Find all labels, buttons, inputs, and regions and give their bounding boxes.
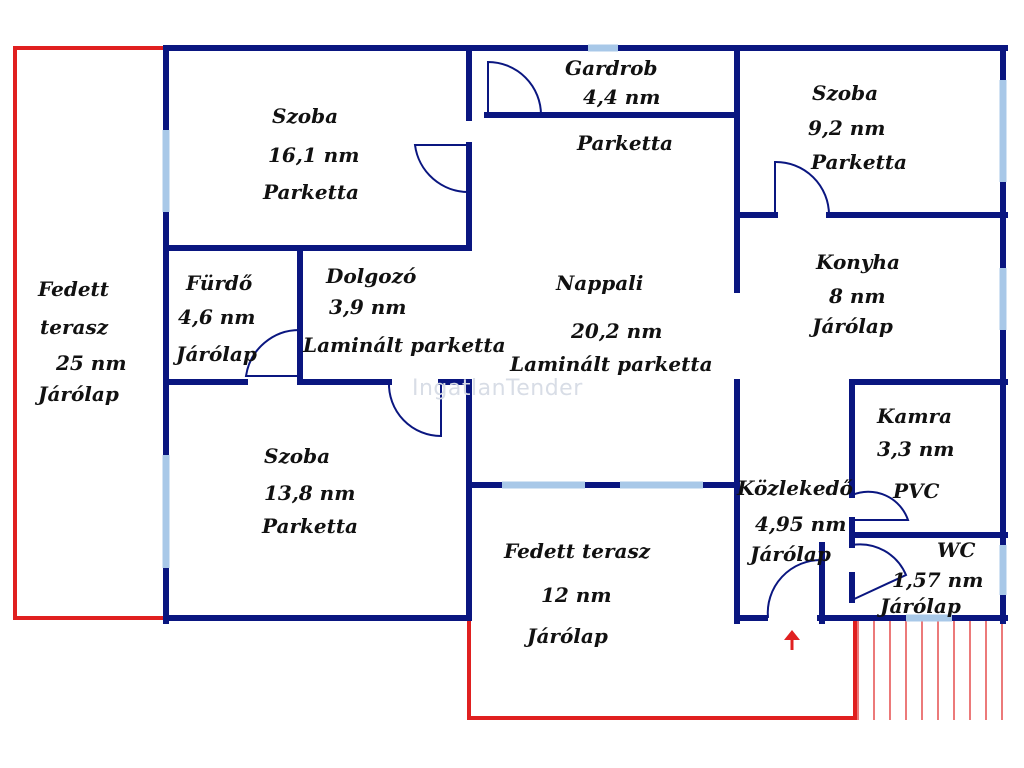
room-area-szoba-nw: 16,1 nm <box>268 143 360 167</box>
room-area-kamra: 3,3 nm <box>877 437 955 461</box>
room-area-furdo: 4,6 nm <box>178 305 256 329</box>
room-area-wc: 1,57 nm <box>892 568 984 592</box>
room-area-szoba-ne: 9,2 nm <box>808 116 886 140</box>
room-name-szoba-ne: Szoba <box>812 81 879 105</box>
room-name-kamra: Kamra <box>877 404 952 428</box>
room-name-szoba-nw: Szoba <box>272 104 339 128</box>
room-floor-szoba-nw: Parketta <box>263 180 360 204</box>
room-area-gardrob: 4,4 nm <box>583 85 661 109</box>
room-area-terasz-south: 12 nm <box>541 583 612 607</box>
interior-walls <box>163 45 1008 624</box>
room-area-terasz-west: 25 nm <box>56 351 127 375</box>
windows <box>162 44 1007 622</box>
room-name-terasz-west-2: terasz <box>40 315 109 339</box>
room-name-terasz-west-1: Fedett <box>38 277 110 301</box>
room-floor-nappali: Laminált parketta <box>510 352 713 376</box>
west-terrace-outline <box>13 46 166 620</box>
room-floor-szoba-ne: Parketta <box>811 150 908 174</box>
room-name-furdo: Fürdő <box>186 271 253 295</box>
south-terrace-outline <box>467 621 857 720</box>
room-area-dolgozo: 3,9 nm <box>329 295 407 319</box>
room-area-konyha: 8 nm <box>829 284 886 308</box>
room-floor-terasz-south: Járólap <box>527 624 608 648</box>
room-floor-konyha: Járólap <box>812 314 893 338</box>
room-floor-kamra: PVC <box>893 479 940 503</box>
entrance-arrow-icon <box>784 630 800 650</box>
room-name-kozlekedo: Közlekedő <box>737 476 853 500</box>
room-name-wc: WC <box>937 538 976 562</box>
room-name-gardrob: Gardrob <box>565 56 658 80</box>
room-floor-wc: Járólap <box>880 594 961 618</box>
room-name-szoba-sw: Szoba <box>264 444 331 468</box>
room-floor-szoba-sw: Parketta <box>262 514 359 538</box>
room-floor-dolgozo: Laminált parketta <box>303 333 506 357</box>
watermark: IngatlanTender <box>412 376 583 401</box>
room-name-dolgozo: Dolgozó <box>326 264 417 288</box>
room-floor-gardrob: Parketta <box>577 131 674 155</box>
room-floor-furdo: Járólap <box>176 342 257 366</box>
room-area-szoba-sw: 13,8 nm <box>264 481 356 505</box>
room-area-kozlekedo: 4,95 nm <box>755 512 847 536</box>
exterior-stripes <box>857 621 1003 720</box>
doors <box>244 60 910 619</box>
room-name-nappali: Nappali <box>556 271 644 295</box>
room-name-konyha: Konyha <box>816 250 900 274</box>
room-name-terasz-south: Fedett terasz <box>504 539 651 563</box>
room-floor-terasz-west: Járólap <box>38 382 119 406</box>
room-area-nappali: 20,2 nm <box>571 319 663 343</box>
room-floor-kozlekedo: Járólap <box>750 542 831 566</box>
